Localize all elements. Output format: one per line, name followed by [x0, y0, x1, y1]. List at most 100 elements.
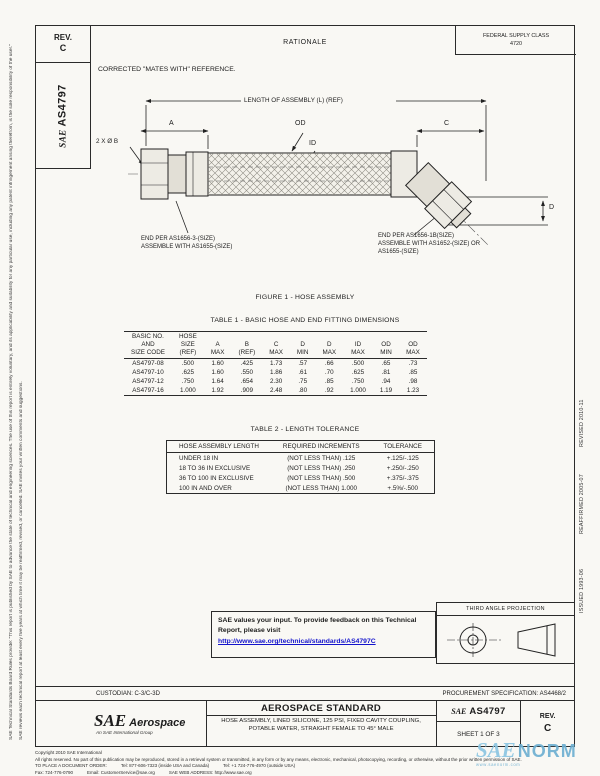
third-angle-projection-box: THIRD ANGLE PROJECTION — [436, 602, 575, 664]
revised-date-note: REVISED 2010-11 — [579, 399, 585, 447]
title-block-rev: REV. C — [520, 701, 574, 746]
web-address-link[interactable]: SAE WEB ADDRESS: http://www.sae.org — [168, 769, 252, 775]
table-cell: +.5%/-.500 — [387, 484, 419, 492]
table-cell: +.125/-.125 — [386, 454, 419, 462]
feedback-box: SAE values your input. To provide feedba… — [211, 611, 436, 658]
title-block-main: AEROSPACE STANDARD HOSE ASSEMBLY, LINED … — [205, 701, 437, 746]
phone-usa: Tel: 877-606-7323 (inside USA and Canada… — [120, 763, 210, 769]
col-header: TOLERANCE — [371, 440, 435, 453]
rev-value: C — [59, 43, 67, 54]
table-cell: .75 — [298, 377, 308, 385]
table-cell: (NOT LESS THAN) 1.000 — [285, 484, 357, 492]
table-cell: .66 — [324, 359, 334, 367]
table-cell: AS4797-10 — [132, 368, 164, 376]
dim-d-label: D — [549, 204, 555, 211]
left-end-note: END PER AS1656-3-(SIZE) ASSEMBLE WITH AS… — [141, 236, 233, 251]
table-cell: .80 — [298, 386, 308, 394]
table-cell: .550 — [240, 368, 253, 376]
table-cell: 100 IN AND OVER — [179, 484, 232, 492]
table-cell: .73 — [408, 359, 418, 367]
table2-body: UNDER 18 IN(NOT LESS THAN) .125+.125/-.1… — [167, 453, 435, 494]
table-cell: .65 — [381, 359, 391, 367]
hose-assembly-drawing: LENGTH OF ASSEMBLY (L) (REF) A OD ID C D… — [96, 89, 576, 294]
feedback-text: SAE values your input. To provide feedba… — [218, 617, 417, 634]
fax-number: Fax: 724-776-0790 — [35, 769, 74, 775]
table-row: 36 TO 100 IN EXCLUSIVE(NOT LESS THAN) .5… — [167, 473, 435, 483]
rationale-heading: RATIONALE — [283, 39, 327, 46]
table-cell: 1.64 — [211, 377, 224, 385]
table-cell: .92 — [324, 386, 334, 394]
table-cell: .654 — [240, 377, 253, 385]
procurement-text: PROCUREMENT SPECIFICATION: AS4468/2 — [442, 690, 566, 697]
table-cell: 1.60 — [211, 368, 224, 376]
email-link[interactable]: Email: CustomerService@sae.org — [87, 769, 155, 775]
col-header: HOSE SIZE (REF) — [178, 333, 197, 356]
col-header: B (REF) — [238, 340, 256, 356]
watermark-norm: NORM — [517, 741, 577, 761]
table-cell: 1.60 — [211, 359, 224, 367]
table-cell: .81 — [381, 368, 391, 376]
col-header: D MIN — [296, 340, 309, 356]
table-cell: .500 — [351, 359, 365, 367]
phone-intl: Tel: +1 724-776-4970 (outside USA) — [223, 763, 296, 769]
col-header: ID MAX — [351, 340, 365, 356]
table-cell: (NOT LESS THAN) .500 — [287, 474, 356, 482]
table-cell: .70 — [324, 368, 334, 376]
issued-date-note: ISSUED 1993-06 — [579, 568, 585, 613]
table-cell: UNDER 18 IN — [179, 454, 219, 462]
copyright-line: Copyright 2010 SAE International — [35, 750, 102, 755]
dim-b-label: 2 X Ø B — [96, 138, 119, 145]
right-elbow-fitting — [390, 150, 473, 230]
table-cell: 1.19 — [379, 386, 393, 394]
doc-number-vertical: AS4797 — [57, 83, 69, 126]
table-cell: .625 — [181, 368, 195, 376]
projection-label: THIRD ANGLE PROJECTION — [437, 603, 574, 616]
watermark-sae: SAE — [476, 738, 516, 762]
sae-logo: SAE — [451, 706, 467, 716]
dim-id-label: ID — [309, 140, 316, 147]
table-cell: .85 — [324, 377, 334, 385]
col-header: BASIC NO. AND SIZE CODE — [131, 333, 165, 356]
reaffirmed-date-note: REAFFIRMED 2005-07 — [579, 474, 585, 534]
hose-braid — [207, 152, 392, 196]
table-cell: .909 — [240, 386, 253, 394]
sheet-number: SHEET 1 OF 3 — [457, 730, 500, 738]
table-cell: AS4797-16 — [132, 386, 164, 394]
left-fitting — [140, 148, 209, 200]
col-header: D MAX — [322, 340, 337, 356]
table1-title: TABLE 1 - BASIC HOSE AND END FITTING DIM… — [210, 317, 400, 324]
dim-od-label: OD — [295, 120, 306, 127]
custodian-row: CUSTODIAN: C-3/C-3D PROCUREMENT SPECIFIC… — [36, 686, 574, 701]
feedback-link[interactable]: http://www.sae.org/technical/standards/A… — [218, 638, 376, 646]
col-header: HOSE ASSEMBLY LENGTH — [166, 440, 271, 453]
revision-box: REV. C — [36, 26, 91, 63]
rights-line: All rights reserved. No part of this pub… — [35, 756, 522, 762]
table-cell: 1.23 — [406, 386, 420, 394]
sae-logo: SAE — [94, 711, 127, 730]
table1-header: BASIC NO. AND SIZE CODE HOSE SIZE (REF) … — [124, 331, 427, 359]
document-title: HOSE ASSEMBLY, LINED SILICONE, 125 PSI, … — [221, 718, 421, 732]
table2-title: TABLE 2 - LENGTH TOLERANCE — [250, 426, 360, 433]
rev-label: REV. — [539, 713, 556, 721]
sae-logo: SAE — [58, 128, 68, 148]
dim-a-label: A — [169, 120, 174, 127]
figure-caption: FIGURE 1 - HOSE ASSEMBLY — [255, 294, 355, 301]
saenorm-watermark: SAE NORM www.saenorm.com — [476, 738, 577, 768]
doc-number-box: SAE AS4797 — [36, 63, 91, 169]
table-row: UNDER 18 IN(NOT LESS THAN) .125+.125/-.1… — [167, 453, 435, 464]
drawing-geometry — [128, 99, 548, 246]
col-header: A MAX — [210, 340, 225, 356]
table-cell: .425 — [240, 359, 253, 367]
table-basic-dimensions: BASIC NO. AND SIZE CODE HOSE SIZE (REF) … — [124, 331, 427, 396]
table-cell: 2.48 — [269, 386, 283, 394]
order-label: TO PLACE A DOCUMENT ORDER: — [35, 763, 107, 769]
right-end-note: END PER AS1656-1B(SIZE) ASSEMBLE WITH AS… — [378, 233, 481, 256]
table-cell: 18 TO 36 IN EXCLUSIVE — [179, 464, 251, 472]
length-dim-label: LENGTH OF ASSEMBLY (L) (REF) — [244, 97, 343, 104]
table-cell: .750 — [181, 377, 195, 385]
table-cell: .98 — [408, 377, 418, 385]
fsc-value: 4720 — [510, 41, 522, 47]
